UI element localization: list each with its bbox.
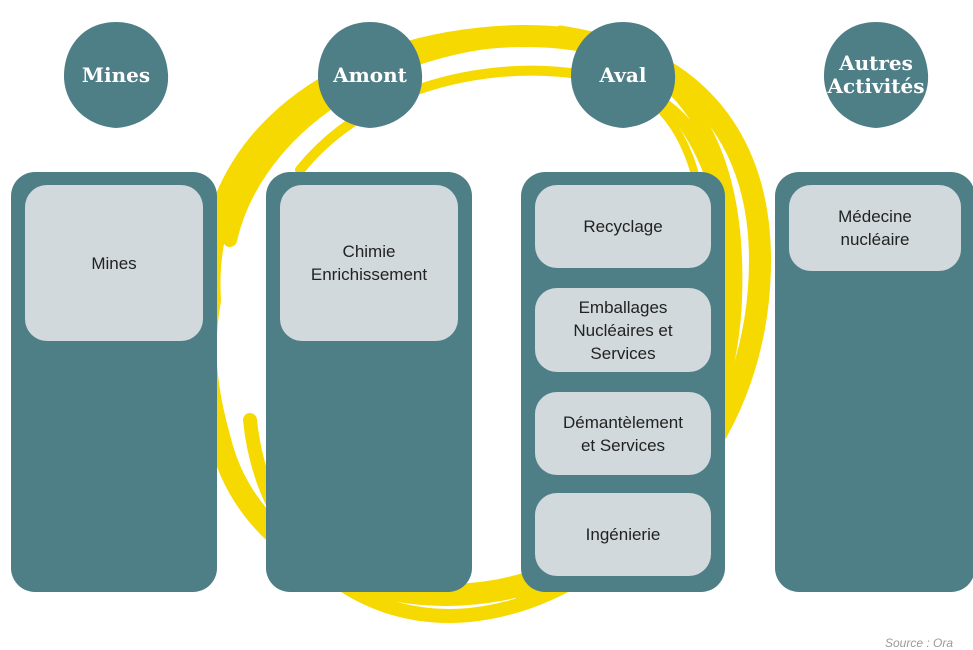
card-ingenierie: Ingénierie — [535, 493, 711, 576]
header-autres-activites: Autres Activités — [816, 16, 936, 134]
card-emballages-label: Emballages Nucléaires et Services — [573, 297, 673, 363]
column-aval: Recyclage Emballages Nucléaires et Servi… — [521, 172, 725, 592]
blob-shape-icon — [571, 22, 676, 128]
source-caption: Source : Ora — [885, 636, 954, 650]
card-medecine-nucleaire-label: Médecine nucléaire — [838, 207, 912, 249]
column-mines: Mines — [11, 172, 217, 592]
card-medecine-nucleaire: Médecine nucléaire — [789, 185, 961, 271]
blob-shape-icon — [318, 22, 423, 128]
column-autres-activites: Médecine nucléaire — [775, 172, 973, 592]
header-mines: Mines — [56, 16, 176, 134]
blob-shape-icon — [824, 22, 929, 128]
header-aval-label: Aval — [599, 62, 647, 87]
card-mines: Mines — [25, 185, 203, 341]
card-demantelement-label: Démantèlement et Services — [562, 412, 683, 455]
card-recyclage-label: Recyclage — [583, 217, 663, 236]
blob-shape-icon — [64, 22, 169, 128]
card-chimie-enrichissement: Chimie Enrichissement — [280, 185, 458, 341]
header-autres-activites-label: Autres Activités — [827, 51, 925, 98]
card-ingenierie-label: Ingénierie — [585, 525, 661, 544]
card-emballages: Emballages Nucléaires et Services — [535, 288, 711, 372]
header-aval: Aval — [563, 16, 683, 134]
card-mines-label: Mines — [91, 253, 137, 273]
card-chimie-enrichissement-label: Chimie Enrichissement — [310, 242, 428, 284]
card-recyclage: Recyclage — [535, 185, 711, 268]
header-amont: Amont — [310, 16, 430, 134]
column-amont: Chimie Enrichissement — [266, 172, 472, 592]
header-mines-label: Mines — [81, 62, 151, 87]
header-amont-label: Amont — [333, 62, 407, 87]
card-demantelement: Démantèlement et Services — [535, 392, 711, 475]
